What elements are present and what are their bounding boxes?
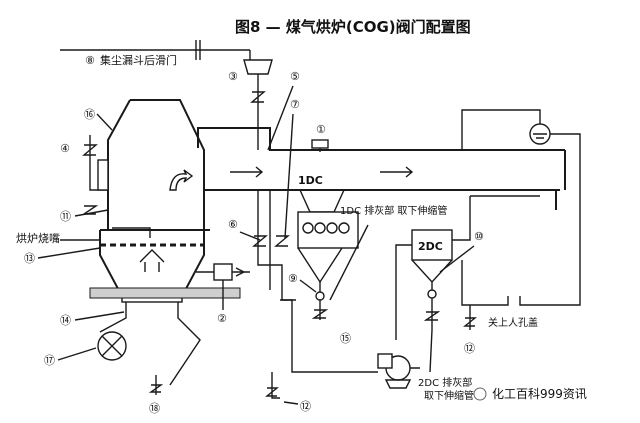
drain-12-pipe [271, 372, 280, 399]
right-loop [461, 109, 581, 306]
marker-6: ⑥ [228, 218, 238, 231]
marker-17: ⑰ [44, 354, 55, 367]
floor-slab [89, 287, 241, 299]
marker-8: ⑧ [85, 54, 95, 67]
valve-6-icon [252, 235, 290, 247]
dc2-label: 2DC [418, 240, 443, 253]
dc1-valve-ball [315, 291, 325, 301]
dc2-valve-ball [427, 289, 437, 299]
valve-2-box [213, 263, 233, 281]
leader-15 [329, 224, 369, 301]
hopper-symbol [243, 59, 273, 75]
marker-3-group: ③ [228, 59, 273, 150]
marker-12-bottom: ⑫ [300, 400, 311, 413]
marker-2: ② [217, 312, 227, 325]
valve-12-icon [265, 387, 279, 397]
curved-arrow-icon [169, 169, 194, 191]
dc1-bag-2 [314, 222, 326, 234]
dc1-note: 1DC 排灰部 取下伸缩管 [340, 204, 447, 217]
marker-9: ⑨ [288, 272, 298, 285]
leader-11 [74, 209, 109, 217]
marker-13: ⑬ [24, 252, 35, 265]
gauge-line-left [461, 109, 541, 150]
marker-1: ① [316, 123, 326, 136]
furnace-top [107, 99, 205, 230]
leader-7 [284, 113, 294, 239]
dust-hopper-gate-label: 集尘漏斗后滑门 [100, 53, 177, 67]
gauge-line-right [519, 133, 581, 306]
valve-2-line [196, 267, 250, 277]
dc2-hopper [411, 259, 453, 284]
leader-17 [57, 347, 97, 361]
marker-14: ⑭ [60, 314, 71, 327]
leader-dc2-note [429, 329, 433, 373]
valve-12-right-icon [463, 317, 477, 327]
dc2-body [411, 229, 453, 261]
dc1-valve-icon [311, 309, 329, 319]
diagram-title: 图8 — 煤气烘炉(COG)阀门配置图 [235, 18, 471, 36]
dc1-lower-hopper [297, 247, 343, 284]
marker-10: ⑩ [474, 230, 484, 243]
leader-10 [439, 245, 475, 273]
leader-9 [299, 279, 317, 293]
watermark: 化工百科999资讯 [473, 387, 587, 401]
dc1-collector [297, 189, 359, 320]
duct-end [555, 150, 566, 210]
dc1-label: 1DC [298, 174, 323, 187]
dc2-valve-icon [423, 311, 441, 321]
dc1-bag-1 [302, 222, 314, 234]
leader-14 [74, 311, 125, 321]
dc2-note-line2: 取下伸缩管 [424, 389, 474, 402]
flow-arrow-1 [230, 166, 264, 178]
furnace-burner-label: 烘炉烧嘴 [16, 231, 60, 245]
valve-18-icon [148, 384, 164, 393]
leader-13 [37, 247, 101, 259]
dc2-note-line1: 2DC 排灰部 [418, 376, 472, 389]
leader-12-bottom [283, 401, 299, 405]
valve-11-icon [81, 205, 99, 215]
marker-16: ⑯ [84, 108, 95, 121]
dc2-inlet [452, 195, 540, 241]
blower-inlet [377, 353, 393, 369]
flow-arrow-2 [380, 166, 414, 178]
discharge-chute [99, 302, 201, 386]
valve-3-icon [250, 91, 266, 103]
dust-hopper-gate-label-group: ⑧ 集尘漏斗后滑门 [60, 40, 251, 67]
leader-5 [267, 85, 294, 151]
dc2-collector: 2DC [411, 195, 540, 330]
burner-nozzle [112, 227, 151, 238]
rotary-valve-cross [101, 335, 123, 357]
furnace-body [89, 99, 241, 386]
manhole-pipe [461, 260, 509, 306]
dc1-bag-4 [338, 222, 350, 234]
wechat-icon [473, 387, 487, 401]
marker-3: ③ [228, 70, 238, 83]
side-duct [97, 159, 109, 191]
duct-walls [197, 127, 565, 191]
marker-11: ⑪ [60, 210, 71, 223]
watermark-text: 化工百科999资讯 [492, 387, 587, 401]
dc1-top-hopper [299, 189, 345, 213]
leader-6 [239, 231, 261, 241]
marker-15: ⑮ [340, 332, 351, 345]
manhole-label: 关上人孔盖 [488, 316, 538, 329]
leader-16 [96, 113, 113, 131]
dc2-return-pipe [395, 244, 412, 340]
blower [280, 299, 420, 389]
valve-1-icon [311, 139, 329, 149]
gauge-marks [533, 133, 547, 139]
blower-base [384, 379, 412, 389]
marker-12-right: ⑫ [464, 342, 475, 355]
marker-18: ⑱ [149, 402, 160, 415]
marker-4: ④ [60, 142, 70, 155]
up-arrow-icon [139, 249, 165, 272]
marker-5: ⑤ [290, 70, 300, 83]
main-duct: 1DC [197, 127, 566, 210]
blower-pipe [280, 299, 420, 373]
dc1-bag-3 [326, 222, 338, 234]
marker-7: ⑦ [290, 98, 300, 111]
